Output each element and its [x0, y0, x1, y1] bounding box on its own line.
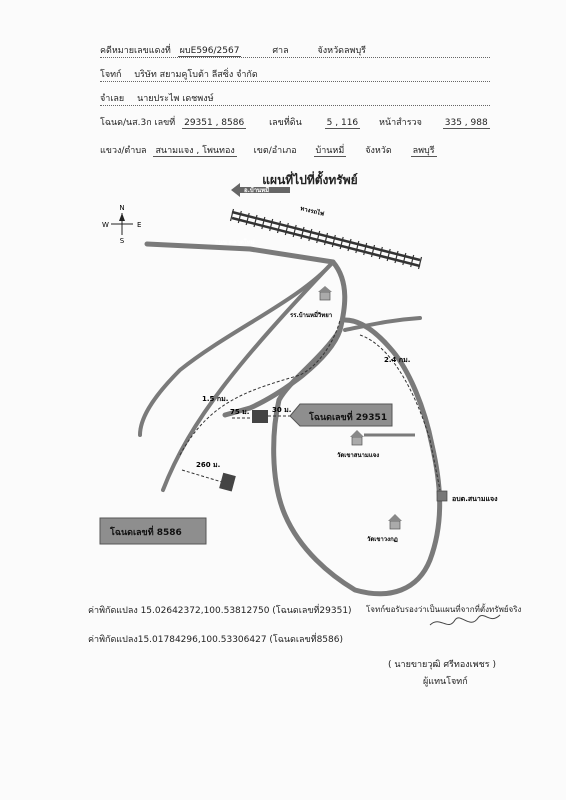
court-label: ศาล: [272, 46, 289, 56]
defendant-row: จำเลย นายประไพ เดชพงษ์: [100, 91, 214, 105]
temple2-label: วัดเขาวงกฏ: [367, 535, 398, 543]
road-talat-mai: [144, 241, 336, 265]
road-west-branch: [138, 260, 335, 437]
signature-scribble: [429, 614, 501, 626]
svg-text:W: W: [102, 221, 109, 229]
court-value: จังหวัดลพบุรี: [317, 46, 367, 56]
distance-30m: 30 ม.: [272, 406, 291, 414]
parcel-29351-label: โฉนดเลขที่ 29351: [308, 410, 387, 423]
plaintiff-row: โจทก์ บริษัท สยามคูโบต้า ลีสซิ่ง จำกัด: [100, 67, 258, 81]
svg-text:E: E: [137, 221, 141, 229]
signer-role: ผู้แทนโจทก์: [423, 677, 468, 687]
defendant-label: จำเลย: [100, 94, 125, 104]
coord-29351: ค่าพิกัดแปลง 15.02642372,100.53812750 (โ…: [88, 606, 352, 616]
district-value: บ้านหมี่: [313, 146, 347, 157]
land-label: เลขที่ดิน: [269, 118, 302, 128]
svg-text:N: N: [119, 204, 124, 212]
certify-text: โจทก์ขอรับรองว่าเป็นแผนที่จากที่ตั้งทรัพ…: [366, 605, 522, 614]
case-rule: [100, 57, 490, 58]
survey-number: 335 , 988: [442, 118, 490, 129]
deed-label: โฉนด/นส.3ก เลขที่: [100, 118, 176, 128]
to-town-label: อ.บ้านหมี่: [244, 185, 269, 194]
road-name-label: ถนน ตลาดใหม่: [215, 238, 255, 246]
distance-75m: 75 ม.: [230, 408, 249, 416]
compass-icon: N S E W: [102, 204, 141, 245]
road-east-spur: [343, 316, 422, 332]
map-title: แผนที่ไปที่ตั้งทรัพย์: [262, 170, 357, 187]
distance-2-4km: 2.4 กม.: [384, 356, 410, 364]
land-number: 5 , 116: [324, 118, 361, 129]
parcel-8586-marker: [219, 472, 236, 492]
obt-office-icon: [436, 490, 448, 502]
defendant-value: นายประไพ เดชพงษ์: [137, 94, 214, 104]
location-row: แขวง/ตำบล สนามแจง , โพนทอง เขต/อำเภอ บ้า…: [100, 143, 437, 157]
railway-track: [229, 208, 423, 270]
subdistrict-label: แขวง/ตำบล: [100, 146, 147, 156]
school-icon: [318, 286, 332, 301]
case-label: คดีหมายเลขแดงที่: [100, 46, 171, 56]
plaintiff-rule: [100, 81, 490, 82]
coord-8586: ค่าพิกัดแปลง15.01784296,100.53306427 (โฉ…: [88, 635, 343, 645]
parcel-29351-marker: [252, 410, 268, 423]
case-number: ผบE596/2567: [177, 46, 242, 57]
parcel-8586-label: โฉนดเลขที่ 8586: [109, 525, 182, 538]
railway-label: ทางรถไฟ: [300, 204, 326, 218]
distance-260m: 260 ม.: [196, 461, 220, 469]
road-network: [138, 241, 443, 597]
road-southwest: [161, 260, 335, 492]
district-label: เขต/อำเภอ: [253, 146, 297, 156]
svg-text:S: S: [120, 237, 125, 245]
road-loop: [271, 317, 443, 597]
distance-1-5km: 1.5 กม.: [202, 395, 228, 403]
deed-number: 29351 , 8586: [182, 118, 247, 129]
parcel-8586-box: [99, 517, 207, 545]
route-path: [179, 319, 441, 491]
parcel-29351-box: [289, 403, 393, 427]
plaintiff-value: บริษัท สยามคูโบต้า ลีสซิ่ง จำกัด: [134, 70, 258, 80]
signer-name: ( นายขายวุฒิ ศรีทองเพชร ): [388, 660, 496, 670]
plaintiff-label: โจทก์: [100, 70, 122, 80]
province-value: ลพบุรี: [410, 146, 437, 157]
defendant-rule: [100, 105, 490, 106]
province-label: จังหวัด: [365, 146, 392, 156]
case-row: คดีหมายเลขแดงที่ ผบE596/2567 ศาล จังหวัด…: [100, 43, 366, 57]
temple2-icon: [388, 514, 402, 530]
temple-icon: [350, 430, 364, 446]
obt-label: อบต.สนามแจง: [452, 495, 498, 503]
school-label: รร.บ้านหมี่วิทยา: [290, 310, 332, 319]
deed-row: โฉนด/นส.3ก เลขที่ 29351 , 8586 เลขที่ดิน…: [100, 115, 490, 129]
subdistrict-value: สนามแจง , โพนทอง: [153, 146, 237, 157]
survey-label: หน้าสำรวจ: [379, 118, 422, 128]
temple1-label: วัดเขาสนามแจง: [337, 451, 379, 459]
to-town-arrow-icon: [231, 183, 290, 197]
